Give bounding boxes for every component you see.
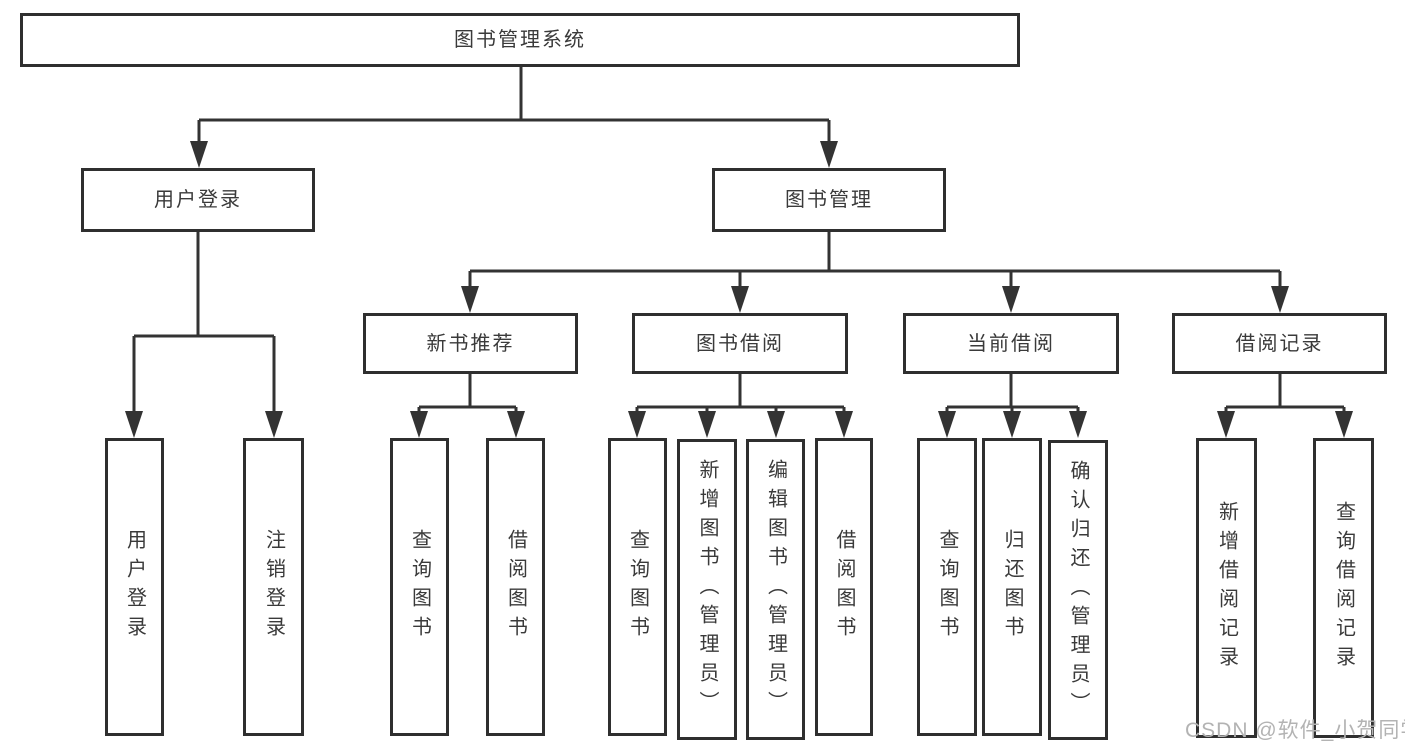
node-root-book-management-system: 图书管理系统	[20, 13, 1020, 67]
leaf-user-login: 用户登录	[105, 438, 164, 736]
node-borrow-record: 借阅记录	[1172, 313, 1387, 374]
leaf-return-books: 归还图书	[982, 438, 1042, 736]
node-new-book-recommend: 新书推荐	[363, 313, 578, 374]
leaf-borrow-books-recommend: 借阅图书	[486, 438, 545, 736]
leaf-edit-books-admin: 编辑图书（管理员）	[746, 439, 805, 740]
node-user-login: 用户登录	[81, 168, 315, 232]
leaf-borrow-books: 借阅图书	[815, 438, 873, 736]
leaf-query-books-recommend: 查询图书	[390, 438, 449, 736]
leaf-query-books-current: 查询图书	[917, 438, 977, 736]
leaf-confirm-return-admin: 确认归还（管理员）	[1048, 440, 1108, 740]
node-current-borrow: 当前借阅	[903, 313, 1119, 374]
leaf-logout: 注销登录	[243, 438, 304, 736]
node-book-borrow: 图书借阅	[632, 313, 848, 374]
leaf-add-books-admin: 新增图书（管理员）	[677, 439, 737, 740]
leaf-query-borrow-record: 查询借阅记录	[1313, 438, 1374, 738]
node-book-management: 图书管理	[712, 168, 946, 232]
leaf-query-books-borrow: 查询图书	[608, 438, 667, 736]
leaf-add-borrow-record: 新增借阅记录	[1196, 438, 1257, 738]
csdn-watermark: CSDN @软件_小贺同学	[1185, 719, 1405, 742]
